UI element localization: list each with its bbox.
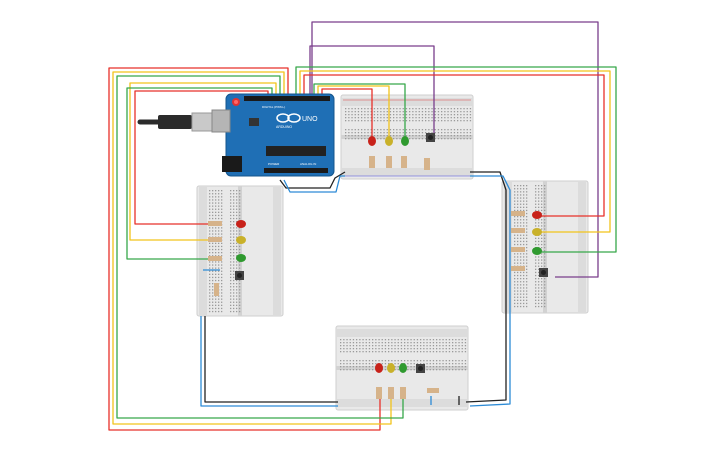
resistor[interactable] (400, 387, 406, 399)
crystal (249, 118, 259, 126)
led-green[interactable] (401, 136, 409, 146)
resistor[interactable] (424, 158, 430, 170)
led-yellow[interactable] (532, 228, 542, 236)
wire-red-left[interactable] (134, 90, 269, 225)
usb-cable[interactable] (137, 109, 231, 133)
wires (108, 21, 617, 431)
power-header-label: POWER (268, 162, 280, 166)
breadboard-holes (514, 185, 546, 308)
led-green[interactable] (532, 247, 542, 255)
resistor[interactable] (208, 221, 222, 226)
led-green[interactable] (236, 254, 246, 262)
top-board-components (368, 133, 435, 170)
board-model-label: UNO (302, 116, 318, 123)
resistor[interactable] (511, 266, 525, 271)
wire-green-right[interactable] (295, 66, 617, 253)
resistor[interactable] (376, 387, 382, 399)
analog-header[interactable] (264, 168, 328, 173)
led-red[interactable] (368, 136, 376, 146)
resistor[interactable] (208, 237, 222, 242)
wire-red-right[interactable] (303, 74, 605, 217)
led-red[interactable] (375, 363, 383, 373)
left-board-components (208, 220, 246, 296)
wire-green-bottom[interactable] (116, 75, 404, 419)
resistor[interactable] (388, 387, 394, 399)
wire-black-left[interactable] (204, 316, 338, 403)
wire-green-top[interactable] (313, 83, 406, 138)
wire-yellow-right[interactable] (299, 70, 611, 233)
resistor[interactable] (369, 156, 375, 168)
led-yellow[interactable] (236, 236, 246, 244)
right-board-components (511, 211, 548, 277)
wire-yellow-top[interactable] (317, 85, 390, 138)
resistor[interactable] (427, 388, 439, 393)
resistor[interactable] (208, 256, 222, 261)
resistor[interactable] (511, 228, 525, 233)
led-yellow[interactable] (387, 363, 395, 373)
wire-yellow-left[interactable] (129, 82, 277, 241)
wire-red-bottom[interactable] (108, 67, 381, 431)
breadboard-holes (340, 339, 467, 371)
power-jack (222, 156, 242, 172)
wire-black-ground[interactable] (279, 171, 346, 189)
resistor[interactable] (511, 247, 525, 252)
led-red[interactable] (236, 220, 246, 228)
wire-purple-right[interactable] (311, 21, 599, 278)
wire-green-left[interactable] (126, 87, 273, 260)
wire-blue-right[interactable] (469, 175, 511, 407)
resistor[interactable] (401, 156, 407, 168)
digital-header[interactable] (244, 96, 330, 101)
led-red[interactable] (532, 211, 542, 219)
analog-header-label: ANALOG IN (300, 162, 316, 166)
microcontroller-chip (266, 146, 326, 156)
wire-blue-left[interactable] (200, 316, 338, 407)
breadboard-holes (345, 108, 472, 140)
resistor[interactable] (386, 156, 392, 168)
led-yellow[interactable] (385, 136, 393, 146)
wire-red-top[interactable] (321, 88, 373, 138)
digital-header-label: DIGITAL (PWM~) (262, 105, 285, 109)
resistor[interactable] (511, 211, 525, 216)
breadboard-left[interactable] (196, 185, 284, 317)
brand-label: ARDUINO (276, 125, 292, 129)
led-green[interactable] (399, 363, 407, 373)
breadboard-holes (209, 190, 241, 313)
wire-blue-power[interactable] (283, 175, 345, 193)
usb-port (211, 109, 231, 133)
arduino-board[interactable]: UNO ARDUINO DIGITAL (PWM~) POWER ANALOG … (222, 93, 335, 177)
arduino-logo: UNO ARDUINO (276, 113, 318, 129)
bottom-board-components (375, 363, 439, 399)
resistor[interactable] (214, 283, 219, 296)
wire-black-right[interactable] (465, 171, 507, 403)
